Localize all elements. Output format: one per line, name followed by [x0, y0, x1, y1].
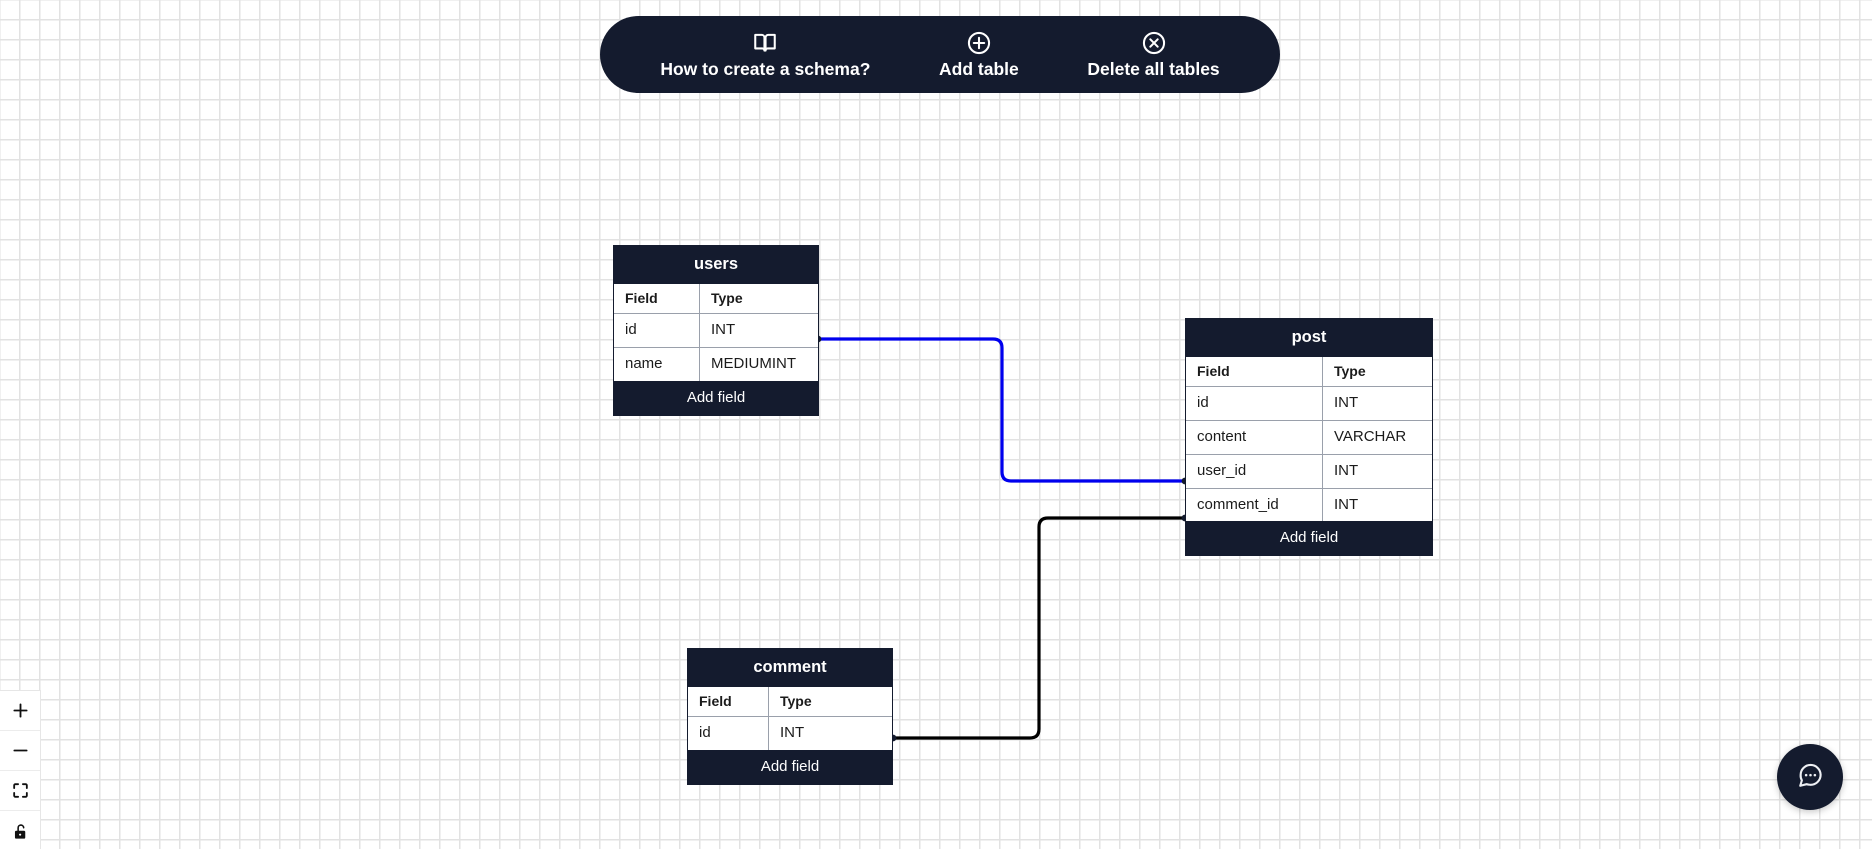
main-toolbar: How to create a schema? Add table De — [600, 16, 1280, 93]
column-header-type: Type — [1334, 362, 1366, 379]
table-header-row: Field Type — [1186, 356, 1432, 387]
er-table-post[interactable]: post Field Type id INT content VARCHAR u… — [1185, 318, 1433, 557]
fit-to-screen-icon — [11, 781, 30, 800]
add-table-label: Add table — [939, 59, 1019, 80]
field-type[interactable]: INT — [711, 321, 736, 339]
table-row[interactable]: comment_id INT — [1186, 487, 1432, 522]
table-row[interactable]: id INT — [614, 313, 818, 348]
field-name[interactable]: user_id — [1186, 454, 1323, 488]
add-field-button-comment[interactable]: Add field — [688, 750, 892, 785]
zoom-in-button[interactable] — [0, 691, 40, 731]
canvas-view-controls — [0, 690, 41, 849]
field-name[interactable]: name — [614, 348, 700, 381]
delete-all-tables-label: Delete all tables — [1087, 59, 1220, 80]
relation-users-id-to-post-user-id — [814, 335, 1189, 485]
er-table-comment[interactable]: comment Field Type id INT Add field — [687, 648, 893, 786]
field-name[interactable]: id — [1186, 387, 1323, 421]
table-title-comment[interactable]: comment — [688, 649, 892, 687]
table-row[interactable]: name MEDIUMINT — [614, 347, 818, 381]
chat-bubble-dots-icon — [1795, 760, 1825, 795]
column-header-type: Type — [711, 289, 743, 306]
field-type[interactable]: INT — [1334, 495, 1359, 513]
book-open-icon — [752, 30, 778, 56]
table-header-row: Field Type — [688, 686, 892, 717]
column-header-type: Type — [780, 692, 812, 709]
table-title-post[interactable]: post — [1186, 319, 1432, 357]
zoom-out-button[interactable] — [0, 731, 40, 771]
plus-circle-icon — [966, 30, 992, 56]
field-type[interactable]: VARCHAR — [1334, 428, 1407, 446]
field-type[interactable]: INT — [780, 724, 805, 742]
table-row[interactable]: user_id INT — [1186, 453, 1432, 488]
how-to-create-schema-label: How to create a schema? — [660, 59, 871, 80]
lock-canvas-button[interactable] — [0, 811, 40, 849]
field-type[interactable]: INT — [1334, 461, 1359, 479]
add-field-button-users[interactable]: Add field — [614, 380, 818, 415]
column-header-field: Field — [688, 686, 769, 717]
field-name[interactable]: comment_id — [1186, 488, 1323, 522]
delete-all-tables-button[interactable]: Delete all tables — [1081, 28, 1225, 81]
field-type[interactable]: MEDIUMINT — [711, 355, 796, 373]
column-header-field: Field — [614, 283, 700, 314]
table-row[interactable]: content VARCHAR — [1186, 420, 1432, 454]
minus-icon — [10, 740, 31, 761]
x-circle-icon — [1141, 30, 1167, 56]
er-table-users[interactable]: users Field Type id INT name MEDIUMINT A… — [613, 245, 819, 416]
chat-support-button[interactable] — [1777, 744, 1843, 810]
table-header-row: Field Type — [614, 283, 818, 314]
table-title-users[interactable]: users — [614, 246, 818, 284]
fit-to-screen-button[interactable] — [0, 771, 40, 811]
plus-icon — [10, 700, 31, 721]
field-name[interactable]: id — [614, 314, 700, 348]
add-field-button-post[interactable]: Add field — [1186, 521, 1432, 556]
relation-comment-id-to-post-comment-id — [889, 514, 1189, 742]
add-table-button[interactable]: Add table — [933, 28, 1025, 81]
field-type[interactable]: INT — [1334, 394, 1359, 412]
table-row[interactable]: id INT — [688, 716, 892, 751]
field-name[interactable]: content — [1186, 421, 1323, 454]
how-to-create-schema-button[interactable]: How to create a schema? — [654, 28, 876, 81]
field-name[interactable]: id — [688, 717, 769, 751]
column-header-field: Field — [1186, 356, 1323, 387]
table-row[interactable]: id INT — [1186, 386, 1432, 421]
unlock-icon — [11, 822, 30, 841]
